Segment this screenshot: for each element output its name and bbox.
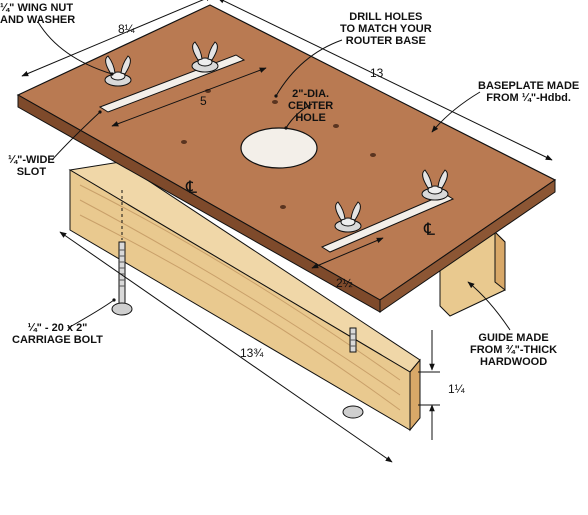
carriage-bolt-callout-line1: ¼" - 20 x 2" [27, 322, 88, 334]
guide-callout-line2: FROM ¾"-THICK [470, 344, 558, 356]
drill-holes-callout-line2: TO MATCH YOUR [340, 23, 432, 35]
dim-width: 8¼ [118, 22, 135, 36]
guide-callout: GUIDE MADE FROM ¾"-THICK HARDWOOD [470, 332, 557, 368]
center-hole-callout-line1: 2"-DIA. [292, 88, 330, 100]
baseplate-callout: BASEPLATE MADE FROM ¼"-Hdbd. [478, 80, 579, 104]
slot-callout-line2: SLOT [16, 166, 47, 178]
wing-nut-callout-line2: AND WASHER [0, 14, 76, 26]
drill-holes-callout-line3: ROUTER BASE [345, 35, 426, 47]
dim-slot-spacing: 5 [200, 94, 207, 108]
wing-nut-callout-line1: ¼" WING NUT [0, 2, 74, 14]
dim-length: 13 [370, 66, 384, 80]
carriage-bolt-callout: ¼" - 20 x 2" CARRIAGE BOLT [12, 322, 103, 346]
center-hole-callout: 2"-DIA. CENTER HOLE [288, 88, 333, 124]
leader-lines [37, 21, 511, 331]
baseplate-callout-line2: FROM ¼"-Hdbd. [486, 92, 571, 104]
drill-holes-callout-line1: DRILL HOLES [349, 11, 423, 23]
center-hole-callout-line3: HOLE [295, 112, 326, 124]
centerline-symbol-1: ℄ [186, 178, 197, 197]
guide-callout-line1: GUIDE MADE [478, 332, 549, 344]
carriage-bolt-callout-line2: CARRIAGE BOLT [12, 334, 103, 346]
wing-nut-callout: ¼" WING NUT AND WASHER [0, 2, 75, 26]
slot-callout-line1: ¼"-WIDE [8, 154, 55, 166]
dim-guide-height: 1¼ [448, 382, 465, 396]
dimension-lines [21, 0, 553, 463]
dim-slot-offset: 2½ [336, 276, 353, 290]
baseplate-callout-line1: BASEPLATE MADE [478, 80, 580, 92]
wing-nut-right-2 [421, 169, 449, 201]
center-hole-callout-line2: CENTER [288, 100, 334, 112]
guide-callout-line3: HARDWOOD [479, 356, 548, 368]
slot-callout: ¼"-WIDE SLOT [8, 154, 55, 178]
drill-holes-callout: DRILL HOLES TO MATCH YOUR ROUTER BASE [340, 11, 432, 47]
wing-nut-right-1 [334, 201, 362, 233]
dim-guide-length: 13¾ [240, 346, 264, 360]
centerline-symbol-2: ℄ [424, 220, 435, 239]
